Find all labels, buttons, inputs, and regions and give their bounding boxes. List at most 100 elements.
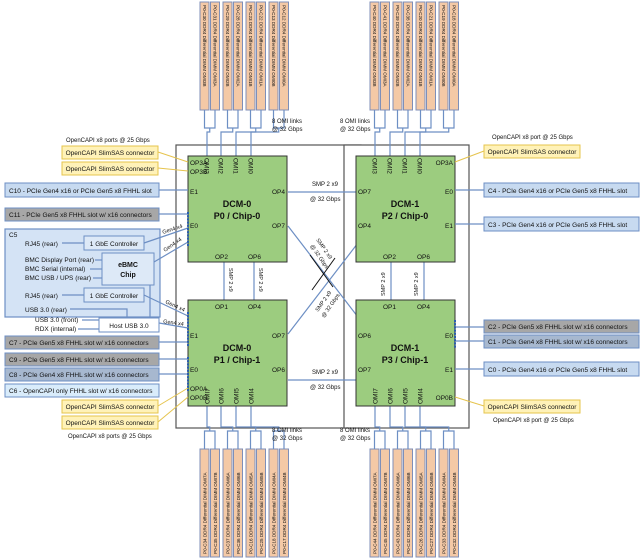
chip-p0-title: DCM-0 <box>223 199 252 209</box>
slot-c0[interactable]: C0 - PCIe Gen4 x16 or PCIe Gen5 x8 FHHL … <box>483 361 640 377</box>
omi-link <box>373 110 386 129</box>
chip-p1[interactable]: DCM-0 P1 / Chip-1 OP1 OP4 E1 E0 OP7 OP6 … <box>187 299 288 407</box>
lane-dot <box>187 315 189 318</box>
port-label: OP3B <box>190 169 207 176</box>
connector-label: OpenCAPI SlimSAS connector <box>488 404 578 411</box>
opencapi-connector-op3a[interactable]: OpenCAPI SlimSAS connector <box>61 145 159 160</box>
slot-c1[interactable]: C1 - PCIe Gen4 x8 FHHL slot w/ x16 conne… <box>483 334 640 349</box>
dimm-label: P0-C18 DDR4 Differential DIMM OMI0A <box>451 5 456 88</box>
omi-link <box>203 430 216 449</box>
dimm-label: P0-C35 DDR4 Differential DIMM OMI7B <box>213 472 218 554</box>
opencapi-connector-op0b[interactable]: OpenCAPI SlimSAS connector <box>61 415 159 430</box>
omi-link <box>419 128 450 156</box>
slot-label: C4 - PCIe Gen4 x16 or PCIe Gen5 x8 FHHL … <box>488 188 627 195</box>
port-label: E0 <box>445 333 453 340</box>
chip-p2[interactable]: DCM-1 P2 / Chip-0 OP3A OP7 OP4 E0 E1 OP2… <box>355 155 456 263</box>
lane-dot <box>187 331 189 334</box>
omi-port-label: OMI0 <box>247 158 254 174</box>
lane-dot <box>187 337 189 340</box>
lane-dot <box>187 382 189 385</box>
rj45-1-label: RJ45 (rear) <box>25 241 58 248</box>
slot-label: C8 - PCIe Gen4 x8 FHHL slot w/ x16 conne… <box>9 372 149 379</box>
gen4-link-1 <box>143 227 189 244</box>
chip-p0[interactable]: DCM-0 P0 / Chip-0 OP3A OP3B E1 E0 OP4 OP… <box>187 155 288 263</box>
opencapi-line <box>157 151 189 163</box>
smp-note-v1: SMP 2 x9 <box>227 268 233 292</box>
port-label: OP6 <box>358 333 371 340</box>
dimm-label: P0-C30 DDR4 Differential DIMM OMI3B <box>202 5 207 87</box>
port-label: OP2 <box>215 254 228 261</box>
port-label: OP7 <box>272 223 285 230</box>
slot-c10[interactable]: C10 - PCIe Gen4 x16 or PCIe Gen5 x8 FHHL… <box>4 182 160 198</box>
dimm-label: P0-C32 DDR4 Differential DIMM OMI4B <box>452 472 457 554</box>
port-label: OP4 <box>272 189 285 196</box>
bmc-display-label: BMC Display Port (rear) <box>25 257 94 264</box>
slot-c4[interactable]: C4 - PCIe Gen4 x16 or PCIe Gen5 x8 FHHL … <box>483 182 640 198</box>
dimm-label: P0-C21 DDR4 Differential DIMM OMI1A <box>428 5 433 88</box>
smp-note-v4: SMP 2 x9 <box>414 272 420 296</box>
omi-port-label: OMI5 <box>234 388 241 404</box>
dimm-label: P0-C31 DDR4 Differential DIMM OMI3A <box>212 5 217 88</box>
lane-dot <box>187 376 189 379</box>
omi-link <box>419 430 432 449</box>
ebmc-label-2: Chip <box>120 272 136 279</box>
opencapi-connector-p2-op3a[interactable]: OpenCAPI SlimSAS connector <box>483 144 581 159</box>
opencapi-connector-op0a[interactable]: OpenCAPI SlimSAS connector <box>61 399 159 414</box>
slot-label: C3 - PCIe Gen4 x16 or PCIe Gen5 x8 FHHL … <box>488 222 627 229</box>
dimm-label: P0-C27 DDR4 Differential DIMM OMI5B <box>429 472 434 554</box>
omi-link <box>206 128 211 156</box>
slot-c3[interactable]: C3 - PCIe Gen4 x16 or PCIe Gen5 x8 FHHL … <box>483 216 640 232</box>
rj45-2-label: RJ45 (rear) <box>25 293 58 300</box>
slot-c11[interactable]: C11 - PCIe Gen5 x8 FHHL slot w/ x16 conn… <box>4 207 160 222</box>
lane-dot <box>187 231 189 234</box>
omi-port-label: OMI1 <box>401 158 408 174</box>
port-label: OP6 <box>248 254 261 261</box>
port-label: OP7 <box>272 333 285 340</box>
omi-port-label: OMI4 <box>249 388 256 404</box>
omi-port-label: OMI4 <box>418 388 425 404</box>
omi-port-label: OMI6 <box>388 388 395 404</box>
lane-dot <box>187 373 189 375</box>
opencapi-connector-op3b[interactable]: OpenCAPI SlimSAS connector <box>61 161 159 176</box>
lane-dot <box>454 336 456 338</box>
port-label: OP4 <box>417 304 430 311</box>
slot-c6[interactable]: C6 - OpenCAPI only FHHL slot w/ x16 conn… <box>4 383 160 398</box>
omi-link <box>373 430 386 449</box>
omi-link-lines <box>203 110 455 449</box>
chip-p3[interactable]: DCM-1 P3 / Chip-1 OP1 OP4 OP6 OP7 E0 E1 … <box>355 299 456 407</box>
smp-note-top-1: SMP 2 x9 <box>312 182 339 188</box>
lane-dot <box>187 363 189 366</box>
slot-c9[interactable]: C9 - PCIe Gen5 x8 FHHL slot w/ x16 conne… <box>4 352 160 367</box>
chip-p1-subtitle: P1 / Chip-1 <box>214 355 261 365</box>
gen4-link-label: Gen4 x4 <box>163 319 184 328</box>
slot-c7[interactable]: C7 - PCIe Gen5 x8 FHHL slot w/ x16 conne… <box>4 335 160 350</box>
dimm-label: P0-C17 DDR4 Differential DIMM OMI4B <box>282 472 287 554</box>
port-label: OP0A <box>190 386 208 393</box>
port-label: E0 <box>445 189 453 196</box>
lane-dot <box>187 244 189 246</box>
omi-port-label: OMI6 <box>219 388 226 404</box>
arrow-cross-1 <box>309 254 334 288</box>
dimm-label: P0-C38 DDR4 Differential DIMM OMI2A <box>405 5 410 88</box>
gbe-controller-1-label: 1 GbE Controller <box>90 241 139 248</box>
omi-note-bl-2: @ 32 Gbps <box>272 436 302 442</box>
omi-note-tl-1: 8 OMI links <box>272 119 302 125</box>
port-label: OP3A <box>436 160 454 167</box>
dimm-label: P0-C39 DDR4 Differential DIMM OMI2B <box>395 5 400 87</box>
opencapi-connector-p3-op0b[interactable]: OpenCAPI SlimSAS connector <box>483 399 581 414</box>
lane-dot <box>187 234 189 237</box>
gen4-link-3 <box>143 294 189 317</box>
slot-c2[interactable]: C2 - PCIe Gen5 x8 FHHL slot w/ x16 conne… <box>483 319 640 334</box>
omi-note-br-1: 8 OMI links <box>340 428 370 434</box>
slot-label: C11 - PCIe Gen5 x8 FHHL slot w/ x16 conn… <box>9 212 152 219</box>
lane-dot <box>454 332 456 335</box>
dimm-label: P0-C12 DDR4 Differential DIMM OMI0A <box>281 5 286 88</box>
omi-link <box>389 128 404 156</box>
omi-port-label: OMI2 <box>217 158 224 174</box>
slot-c8[interactable]: C8 - PCIe Gen4 x8 FHHL slot w/ x16 conne… <box>4 367 160 382</box>
port-label: OP7 <box>358 367 371 374</box>
omi-link <box>374 406 381 431</box>
connector-label: OpenCAPI SlimSAS connector <box>66 420 156 427</box>
connector-label: OpenCAPI SlimSAS connector <box>488 149 578 156</box>
